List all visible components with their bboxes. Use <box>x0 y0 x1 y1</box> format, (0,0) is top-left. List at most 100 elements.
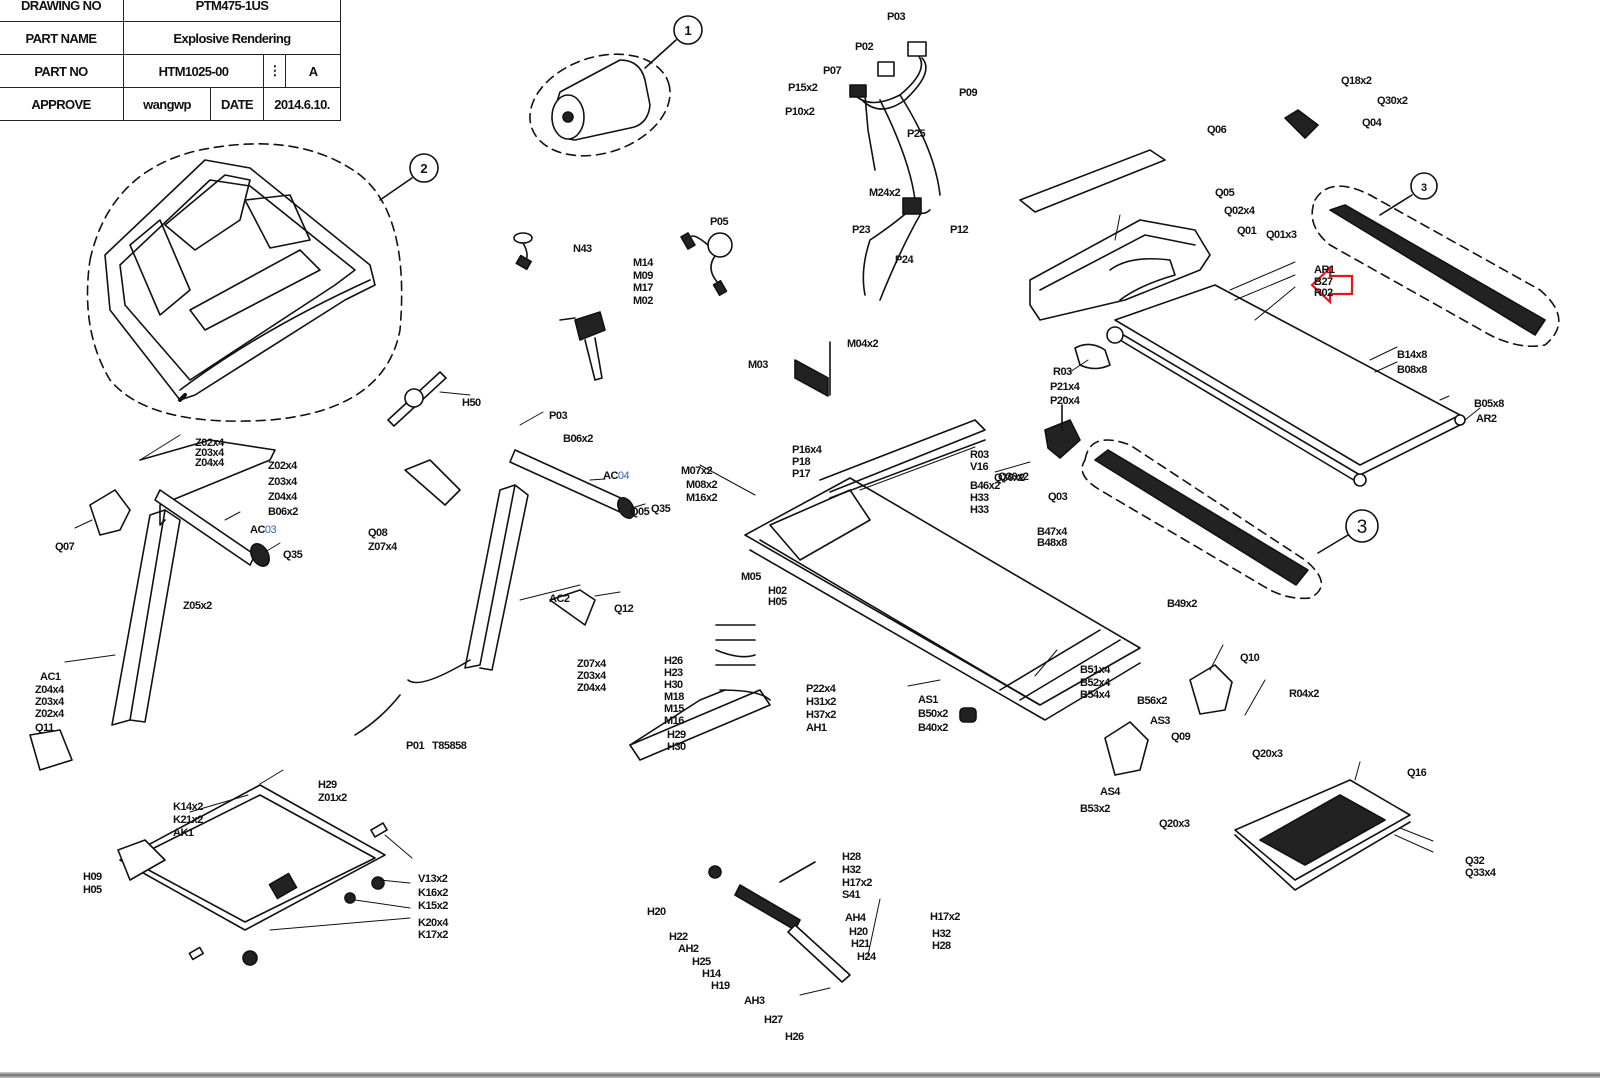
part-label: P18 <box>792 456 810 468</box>
part-label: K16x2 <box>418 887 448 899</box>
group-outline-1 <box>529 53 671 157</box>
callout-2-label: 2 <box>420 161 427 176</box>
part-label: B56x2 <box>1137 695 1167 707</box>
part-label: B27 <box>1314 276 1333 288</box>
base-frame <box>117 784 388 966</box>
sensor-parts <box>513 232 606 381</box>
part-label: H17x2 <box>930 911 960 923</box>
part-label: Z01x2 <box>318 792 347 804</box>
part-label: Q35 <box>283 549 303 561</box>
part-label: P23 <box>852 224 870 236</box>
part-label: AS3 <box>1150 715 1170 727</box>
part-label: H22 <box>669 931 688 943</box>
part-label: AH3 <box>744 995 765 1007</box>
part-label: AR1 <box>1314 264 1335 276</box>
callout-3-label-top: 3 <box>1421 182 1427 194</box>
part-label: B50x2 <box>918 708 948 720</box>
part-label: Q08 <box>368 527 388 539</box>
part-label: K20x4 <box>418 917 449 929</box>
part-label: Z04x4 <box>577 682 607 694</box>
part-label: Q05 <box>630 506 650 518</box>
part-label: H33 <box>970 504 989 516</box>
part-label: H23 <box>664 667 683 679</box>
part-label: K21x2 <box>173 814 203 826</box>
callout-3-circle-bottom <box>1345 509 1379 543</box>
part-label: P20x4 <box>1050 395 1081 407</box>
part-label: Z04x4 <box>268 491 298 503</box>
main-frame <box>744 419 1141 723</box>
part-label: Q11 <box>35 722 54 734</box>
foot-caps <box>1104 109 1319 776</box>
part-label: M08x2 <box>686 479 718 491</box>
part-label: Q18x2 <box>1341 75 1372 87</box>
part-label: B54x4 <box>1080 689 1111 701</box>
part-label: H33 <box>970 492 989 504</box>
part-label: R03 <box>970 449 989 461</box>
part-label: Q16 <box>1407 767 1427 779</box>
part-label: H26 <box>785 1031 804 1043</box>
part-label: B51x4 <box>1080 664 1111 676</box>
part-label: H50 <box>462 397 481 409</box>
part-label: P05 <box>710 216 728 228</box>
part-label: H32 <box>932 928 951 940</box>
part-label: Z03x4 <box>577 670 607 682</box>
part-label: M04x2 <box>847 338 879 350</box>
part-label: Q01x3 <box>1266 229 1297 241</box>
part-label: M05 <box>741 571 761 583</box>
part-label: P01 <box>406 740 424 752</box>
part-label: B06x2 <box>268 506 298 518</box>
part-label: H21 <box>851 938 870 950</box>
part-label: Q01 <box>1237 225 1257 237</box>
incline-bracket <box>629 624 771 761</box>
callout-1-label: 1 <box>684 23 691 38</box>
part-label: M18 <box>664 691 684 703</box>
part-label: H27 <box>764 1014 783 1026</box>
part-label: B06x2 <box>563 433 593 445</box>
part-label: Z03x4 <box>35 696 65 708</box>
part-label: B47x4 <box>1037 526 1068 538</box>
part-label: B46x2 <box>970 480 1000 492</box>
part-label: M16 <box>664 715 684 727</box>
part-label: B53x2 <box>1080 803 1110 815</box>
part-label: P15x2 <box>788 82 818 94</box>
part-label: P25 <box>907 128 925 140</box>
part-label: H24 <box>857 951 877 963</box>
motor-part <box>551 59 651 141</box>
part-label: P16x4 <box>792 444 823 456</box>
part-label: AC04 <box>603 470 630 482</box>
part-label: M17 <box>633 282 653 294</box>
part-label: Q30x2 <box>1377 95 1408 107</box>
part-label: AC03 <box>250 524 277 536</box>
power-cord <box>680 232 733 296</box>
part-label: H29 <box>318 779 337 791</box>
part-label: Q06 <box>1207 124 1227 136</box>
part-no-value: HTM1025-00 <box>123 54 264 88</box>
drawing-no-label: DRAWING NO <box>0 0 124 22</box>
part-label: B05x8 <box>1474 398 1504 410</box>
part-label: B48x8 <box>1037 537 1067 549</box>
console-part <box>104 159 376 402</box>
callout-2-circle <box>409 153 439 183</box>
part-label: H02 <box>768 585 787 597</box>
part-label: Q20x3 <box>1159 818 1190 830</box>
right-upright <box>354 449 635 736</box>
part-label: H29 <box>667 729 686 741</box>
part-label: AK1 <box>173 827 194 839</box>
wiring-harness <box>849 41 941 301</box>
part-label: Q33x4 <box>1465 867 1497 879</box>
part-label: P17 <box>792 468 810 480</box>
part-label: H30 <box>664 679 683 691</box>
part-label: Z04x4 <box>35 684 65 696</box>
part-label: Q02x4 <box>1224 205 1256 217</box>
part-label: H30 <box>667 741 686 753</box>
part-label: H32 <box>842 864 861 876</box>
part-label: Z03x4 <box>195 447 225 459</box>
part-label: B14x8 <box>1397 349 1427 361</box>
part-label: H37x2 <box>806 709 836 721</box>
part-label: P03 <box>549 410 567 422</box>
part-label: M24x2 <box>869 187 901 199</box>
lift-assembly <box>708 861 851 983</box>
part-labels: P03 P02 P07 P15x2 P09 P10x2 P25 M24x2 P1… <box>35 11 1505 1043</box>
part-label: B40x2 <box>918 722 948 734</box>
part-label: Q04 <box>1362 117 1383 129</box>
